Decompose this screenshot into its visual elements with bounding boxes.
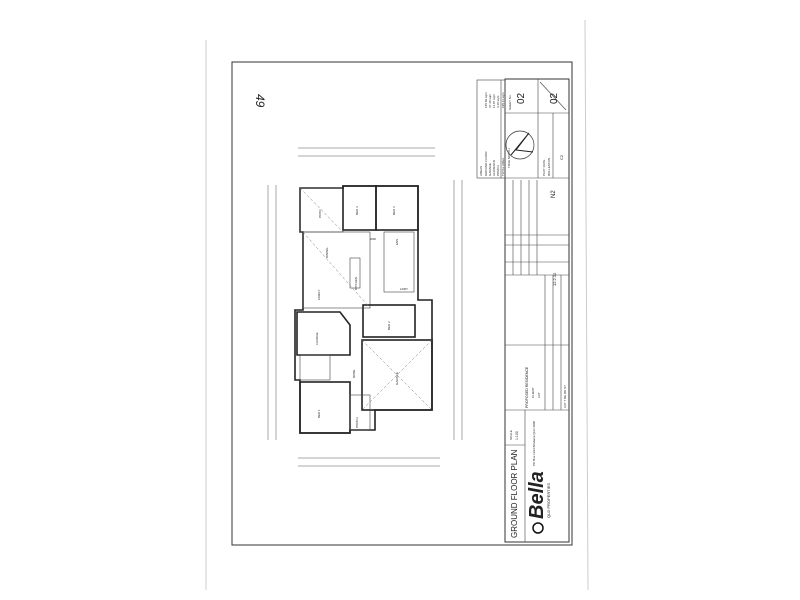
project-lot: LOT xyxy=(537,392,541,398)
area-label: GARAGE xyxy=(488,163,492,176)
area-label: GROUND FLOOR xyxy=(484,151,488,176)
room-label: ROBE xyxy=(352,369,356,378)
title-block xyxy=(504,78,570,543)
plot-label: PLOT DATE xyxy=(542,160,546,176)
area-value: 11.87 sqm xyxy=(492,94,496,108)
room-label: DINING xyxy=(325,247,329,258)
room-label: KITCHEN xyxy=(354,277,358,290)
area-label: PORCH xyxy=(496,165,500,176)
sheet-total: 02 xyxy=(549,92,560,104)
total-area-label: TOTAL AREA xyxy=(501,158,505,176)
page-edge-right xyxy=(584,19,589,591)
areas-table: AREAS GROUND FLOOR GARAGE ALFRESCO PORCH… xyxy=(476,79,506,179)
sheet-number-box: SHEET No. 02 02 TRUE NORTH PLOT DATE ROL… xyxy=(505,79,569,179)
project-client: CLIENT xyxy=(531,387,535,398)
room-label: FAMILY xyxy=(317,290,321,300)
north-arrow-icon xyxy=(510,132,534,156)
sheet-number: 02 xyxy=(516,92,527,104)
revision: 12.2.12 xyxy=(552,272,557,286)
room-label: PATIO xyxy=(318,209,322,218)
room-label: BED 2 xyxy=(387,321,391,330)
room-label: PORCH xyxy=(355,417,359,428)
room-labels: PATIO BED 4 BED 3 DINING KITCHEN FAMILY … xyxy=(315,206,408,428)
brand-block: GROUND FLOOR PLAN SCALE 1:100 Bella QLD … xyxy=(505,410,551,542)
area-value: 37.40 sqm xyxy=(488,93,492,108)
sheet-label: SHEET No. xyxy=(508,94,512,110)
total-area-value: 195.11 sqm xyxy=(501,92,505,108)
drawing-title: GROUND FLOOR PLAN xyxy=(510,449,519,538)
room-label: ENS xyxy=(395,239,399,245)
handwritten-note: 49 xyxy=(253,94,267,108)
area-value: 4.10 sqm xyxy=(496,95,500,108)
drawing-frame xyxy=(231,61,573,546)
scale-value: 1:100 xyxy=(515,431,519,440)
scale-label: SCALE xyxy=(509,430,513,440)
area-label: ALFRESCO xyxy=(492,159,496,176)
room-label: WIR xyxy=(370,237,377,241)
north-label: TRUE NORTH xyxy=(507,148,511,168)
plot-code: N2 xyxy=(551,190,557,198)
areas-heading: AREAS xyxy=(479,166,483,176)
floor-plan xyxy=(267,147,463,467)
area-value: 165.82 sqm xyxy=(484,92,488,108)
brand-logo: Bella xyxy=(526,471,548,519)
room-label: BED 1 xyxy=(317,409,321,418)
revision-table: N2 12.2.12 PROPOSED RESIDENCE CLIENT LOT… xyxy=(505,180,569,411)
room-label: BED 3 xyxy=(392,206,396,215)
room-label: LDRY xyxy=(400,287,408,291)
plot-value: ROLLESTON xyxy=(547,158,551,176)
bella-logo-icon xyxy=(532,522,544,534)
brand-tagline: QLD PROPERTIES xyxy=(546,483,551,518)
room-label: LOUNGE xyxy=(315,332,319,345)
room-label: BED 4 xyxy=(355,206,359,215)
room-label: GARAGE xyxy=(395,372,399,385)
brand-address: PO Box 1234 Brisbane QLD 4000 xyxy=(532,421,536,466)
north-arrow-icon xyxy=(505,130,535,160)
project-address: LOT 7 BE RD ST xyxy=(563,385,567,408)
project-heading: PROPOSED RESIDENCE xyxy=(525,366,529,408)
plot-c: C2 xyxy=(559,154,564,160)
